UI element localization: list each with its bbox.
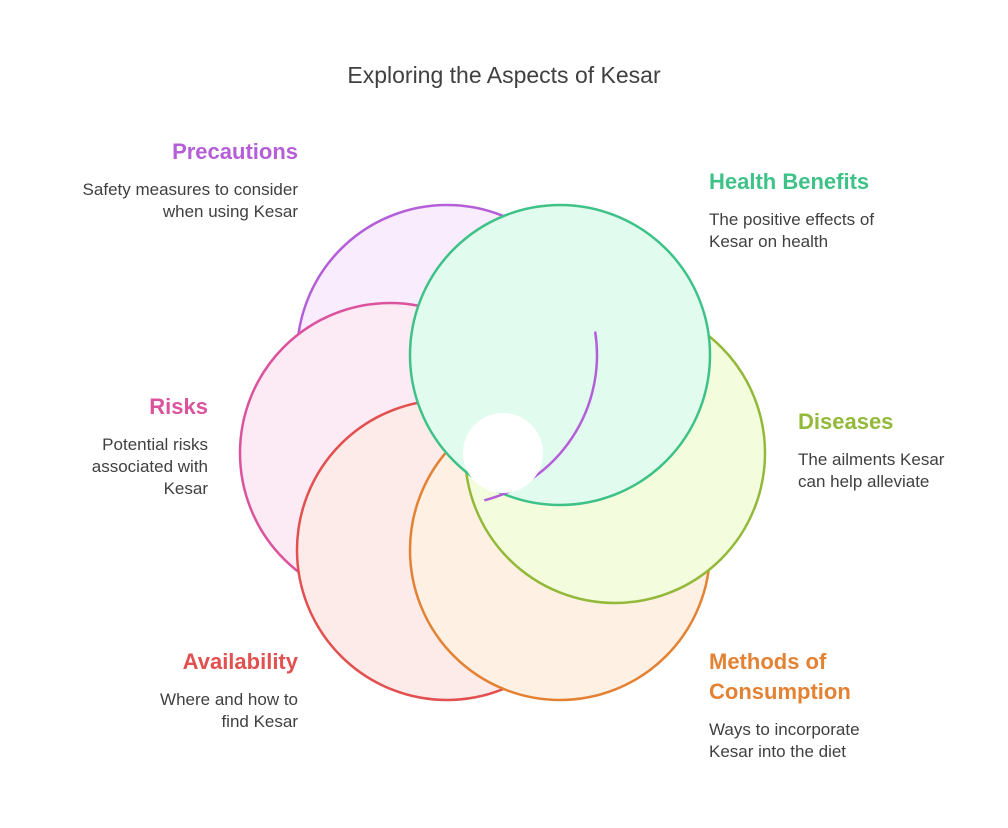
label-availability: Availability Where and how to find Kesar: [38, 647, 298, 733]
risks-heading: Risks: [149, 394, 208, 419]
label-precautions: Precautions Safety measures to consider …: [38, 137, 298, 223]
methods-of-consumption-heading: Methods of Consumption: [709, 649, 851, 704]
diseases-heading: Diseases: [798, 409, 894, 434]
precautions-description: Safety measures to consider when using K…: [82, 180, 298, 221]
risks-description: Potential risks associated with Kesar: [91, 435, 208, 498]
methods-of-consumption-description: Ways to incorporate Kesar into the diet: [709, 720, 860, 761]
health-benefits-heading: Health Benefits: [709, 169, 870, 194]
center-hole: [463, 413, 543, 493]
label-risks: Risks Potential risks associated with Ke…: [0, 392, 208, 500]
health-benefits-description: The positive effects of Kesar on health: [709, 210, 875, 251]
label-health-benefits: Health Benefits The positive effects of …: [709, 167, 969, 253]
label-methods-of-consumption: Methods of Consumption Ways to incorpora…: [709, 647, 969, 763]
availability-heading: Availability: [182, 649, 298, 674]
label-diseases: Diseases The ailments Kesar can help all…: [798, 407, 978, 493]
petal-health-benefits: [408, 203, 712, 507]
precautions-heading: Precautions: [172, 139, 298, 164]
availability-description: Where and how to find Kesar: [160, 690, 298, 731]
diseases-description: The ailments Kesar can help alleviate: [798, 450, 945, 491]
diagram-title: Exploring the Aspects of Kesar: [347, 62, 661, 88]
